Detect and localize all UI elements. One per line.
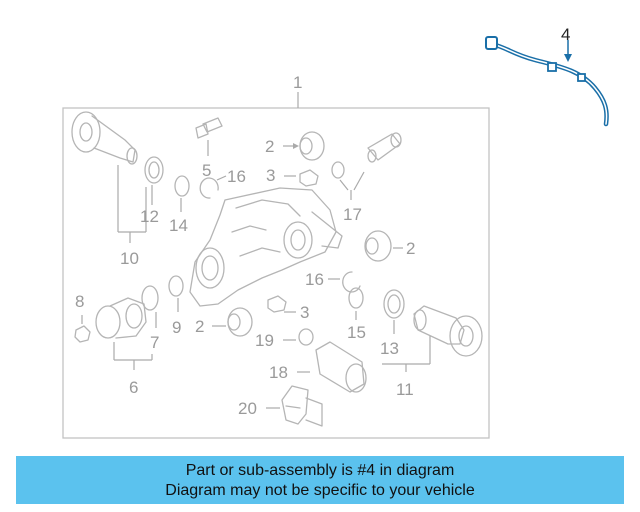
callout-14: 14: [169, 216, 188, 235]
part-10-flange-shaft: [71, 111, 138, 165]
callout-17: 17: [343, 205, 362, 224]
part-3-plug-bottom: [267, 295, 287, 313]
part-3-plug-top: [299, 169, 319, 187]
callout-19: 19: [255, 331, 274, 350]
part-2-bushing-bottom: [227, 307, 253, 337]
callout-13: 13: [380, 339, 399, 358]
info-banner: Part or sub-assembly is #4 in diagram Di…: [16, 456, 624, 504]
part-11-flange-shaft: [413, 305, 483, 357]
callout-2-bottom: 2: [195, 317, 204, 336]
callout-20: 20: [238, 399, 257, 418]
part-16-snap-ring-upper: [199, 177, 219, 199]
callout-2-top: 2: [265, 137, 274, 156]
part-14-ring: [174, 175, 190, 197]
part-20-bracket: [281, 385, 323, 427]
callout-8: 8: [75, 292, 84, 311]
part-5-bolt: [195, 117, 223, 139]
banner-line-2: Diagram may not be specific to your vehi…: [165, 482, 475, 499]
callout-12: 12: [140, 207, 159, 226]
callout-3-bottom: 3: [300, 303, 309, 322]
part-16-snap-ring-lower: [342, 271, 361, 293]
part-19-o-ring: [298, 328, 314, 346]
part-12-seal: [144, 156, 164, 184]
differential-housing: [189, 187, 343, 307]
part-8-bolt: [74, 325, 91, 343]
part-4-harness[interactable]: [485, 36, 609, 127]
part-6-flange: [95, 297, 147, 339]
part-15-seal: [348, 287, 364, 309]
callout-2-right: 2: [406, 239, 415, 258]
callout-10: 10: [120, 249, 139, 268]
part-2-bushing-right: [364, 230, 392, 262]
callout-11: 11: [396, 380, 414, 399]
callout-3-top: 3: [266, 166, 275, 185]
part-2-bushing-top: [299, 131, 325, 161]
banner-line-1: Part or sub-assembly is #4 in diagram: [185, 462, 455, 479]
callout-5: 5: [202, 161, 211, 180]
callout-16-lower: 16: [305, 270, 324, 289]
part-13-seal: [383, 289, 405, 319]
part-17-sensor: [331, 132, 402, 179]
callout-7: 7: [150, 333, 159, 352]
callout-4: 4: [561, 25, 570, 44]
part-18-actuator: [315, 341, 367, 393]
callout-1: 1: [293, 73, 302, 92]
part-7-seal: [141, 285, 159, 311]
callout-15: 15: [347, 323, 366, 342]
assembly-frame: [62, 107, 490, 439]
parts-diagram: 1 4 12 10 14 5 16 16: [62, 25, 609, 439]
callout-9: 9: [172, 318, 181, 337]
callout-6: 6: [129, 378, 138, 397]
callout-16-upper: 16: [227, 167, 246, 186]
part-9-ring: [168, 275, 184, 297]
callout-18: 18: [269, 363, 288, 382]
